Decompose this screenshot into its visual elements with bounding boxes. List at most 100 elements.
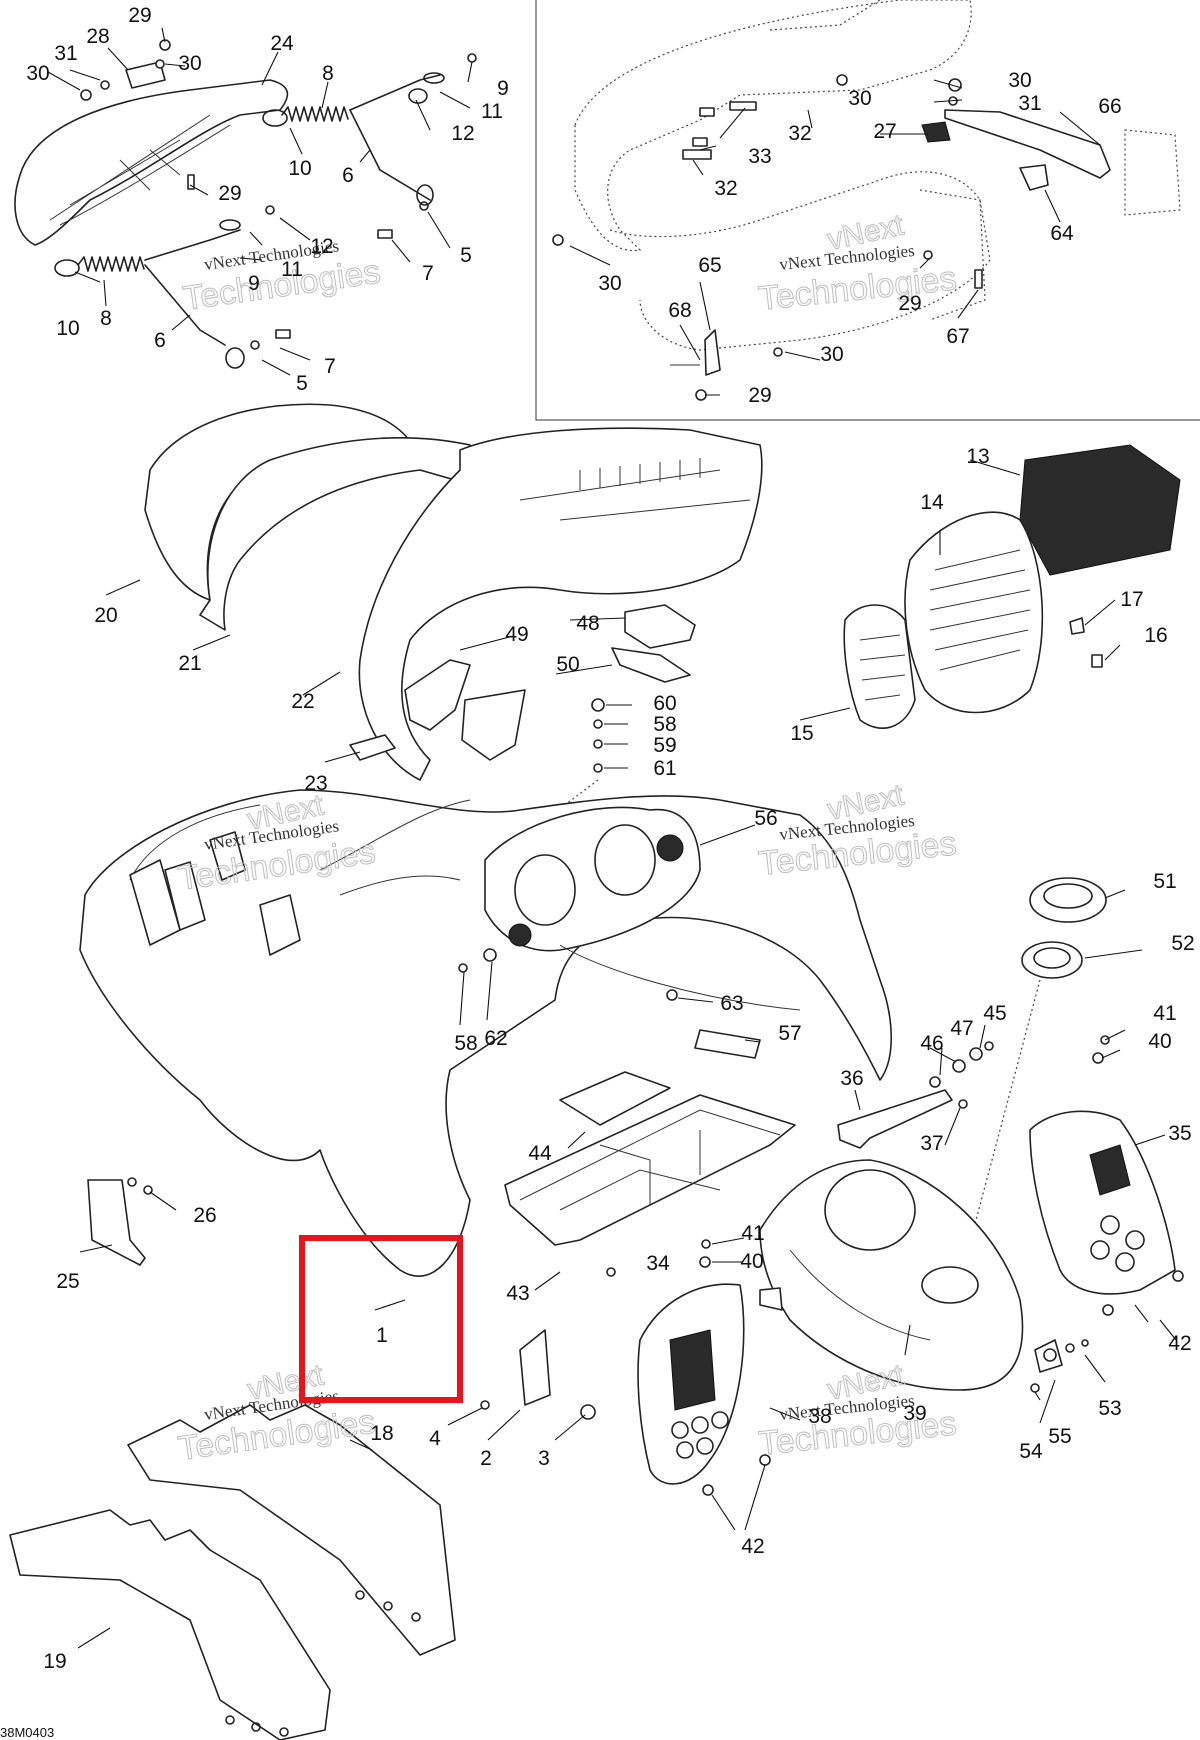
rear-handle-assembly <box>14 39 477 369</box>
callout-21: 21 <box>178 652 201 675</box>
seat-cowl-panels <box>144 403 763 781</box>
callout-33: 33 <box>748 145 771 168</box>
callout-57: 57 <box>778 1022 801 1045</box>
callout-41: 41 <box>1153 1002 1176 1025</box>
callout-36: 36 <box>840 1067 863 1090</box>
callout-8: 8 <box>100 307 112 330</box>
callout-12: 12 <box>310 235 333 258</box>
callout-68: 68 <box>668 299 691 322</box>
callout-8: 8 <box>322 62 334 85</box>
callout-63: 63 <box>720 992 743 1015</box>
hinge-hardware <box>480 1329 1089 1420</box>
leader-lines <box>47 27 1177 1649</box>
callout-40: 40 <box>1148 1030 1171 1053</box>
callout-27: 27 <box>873 120 896 143</box>
callout-37: 37 <box>920 1132 943 1155</box>
callout-48: 48 <box>576 612 599 635</box>
callout-44: 44 <box>528 1142 552 1165</box>
callout-2: 2 <box>480 1447 492 1470</box>
callout-58: 58 <box>454 1032 477 1055</box>
callout-53: 53 <box>1098 1397 1121 1420</box>
callout-30: 30 <box>848 87 871 110</box>
callout-46: 46 <box>920 1032 943 1055</box>
hood-body-part-1 <box>79 789 892 1277</box>
callout-29: 29 <box>218 182 241 205</box>
callout-9: 9 <box>497 77 509 100</box>
inset-panel <box>535 0 1200 421</box>
callout-24: 24 <box>270 32 294 55</box>
callout-31: 31 <box>1018 92 1041 115</box>
callout-65: 65 <box>698 254 721 277</box>
callout-50: 50 <box>556 653 579 676</box>
callout-30: 30 <box>178 52 201 75</box>
callout-10: 10 <box>56 317 79 340</box>
callout-43: 43 <box>506 1282 529 1305</box>
callout-67: 67 <box>946 325 969 348</box>
storage-tray <box>504 1071 796 1277</box>
callout-42: 42 <box>1168 1332 1191 1355</box>
callout-64: 64 <box>1050 222 1074 245</box>
callout-29: 29 <box>128 4 151 27</box>
callout-41: 41 <box>741 1222 764 1245</box>
callout-7: 7 <box>324 355 336 378</box>
drawing-code: 38M0403 <box>0 1725 54 1740</box>
highlight-box[interactable] <box>299 1235 463 1403</box>
mount-bracket <box>87 1177 153 1266</box>
callout-61: 61 <box>653 757 676 780</box>
callout-20: 20 <box>94 604 117 627</box>
callout-25: 25 <box>56 1270 79 1293</box>
callout-29: 29 <box>898 292 921 315</box>
inset-hardware <box>552 74 983 401</box>
callout-26: 26 <box>193 1204 216 1227</box>
callout-30: 30 <box>598 272 621 295</box>
vent-grilles <box>843 444 1181 729</box>
callout-49: 49 <box>505 623 528 646</box>
callout-32: 32 <box>788 122 811 145</box>
callout-11: 11 <box>281 258 303 281</box>
callout-4: 4 <box>429 1427 441 1450</box>
callout-38: 38 <box>808 1405 831 1428</box>
callout-40: 40 <box>740 1250 763 1273</box>
callout-7: 7 <box>422 262 434 285</box>
callout-10: 10 <box>288 157 311 180</box>
callout-32: 32 <box>714 177 737 200</box>
callout-66: 66 <box>1098 95 1121 118</box>
callout-19: 19 <box>43 1650 66 1673</box>
callout-30: 30 <box>820 343 843 366</box>
callout-59: 59 <box>653 734 676 757</box>
callout-31: 31 <box>54 42 77 65</box>
callout-55: 55 <box>1048 1425 1071 1448</box>
callout-35: 35 <box>1168 1122 1191 1145</box>
callout-42: 42 <box>741 1535 764 1558</box>
callout-54: 54 <box>1019 1440 1043 1463</box>
callout-3: 3 <box>538 1447 550 1470</box>
callout-15: 15 <box>790 722 813 745</box>
callout-13: 13 <box>966 445 989 468</box>
callout-12: 12 <box>451 122 474 145</box>
callout-1: 1 <box>376 1324 388 1347</box>
console-parts <box>404 604 696 821</box>
callout-5: 5 <box>460 244 472 267</box>
callout-30: 30 <box>26 62 49 85</box>
callout-5: 5 <box>296 372 308 395</box>
callout-56: 56 <box>754 807 777 830</box>
callout-23: 23 <box>304 772 327 795</box>
callout-60: 60 <box>653 692 676 715</box>
callout-18: 18 <box>370 1422 393 1445</box>
shipping-boards <box>9 1404 456 1740</box>
tank-housing <box>759 877 1107 1391</box>
callout-9: 9 <box>248 272 260 295</box>
callout-51: 51 <box>1153 870 1176 893</box>
callout-11: 11 <box>481 100 503 123</box>
callout-45: 45 <box>983 1002 1006 1025</box>
callout-29: 29 <box>748 384 771 407</box>
callout-16: 16 <box>1144 624 1167 647</box>
callout-58: 58 <box>653 713 676 736</box>
callout-14: 14 <box>920 491 944 514</box>
callout-52: 52 <box>1171 932 1194 955</box>
callout-39: 39 <box>903 1402 926 1425</box>
callout-28: 28 <box>86 25 109 48</box>
side-panels <box>637 1110 1184 1496</box>
